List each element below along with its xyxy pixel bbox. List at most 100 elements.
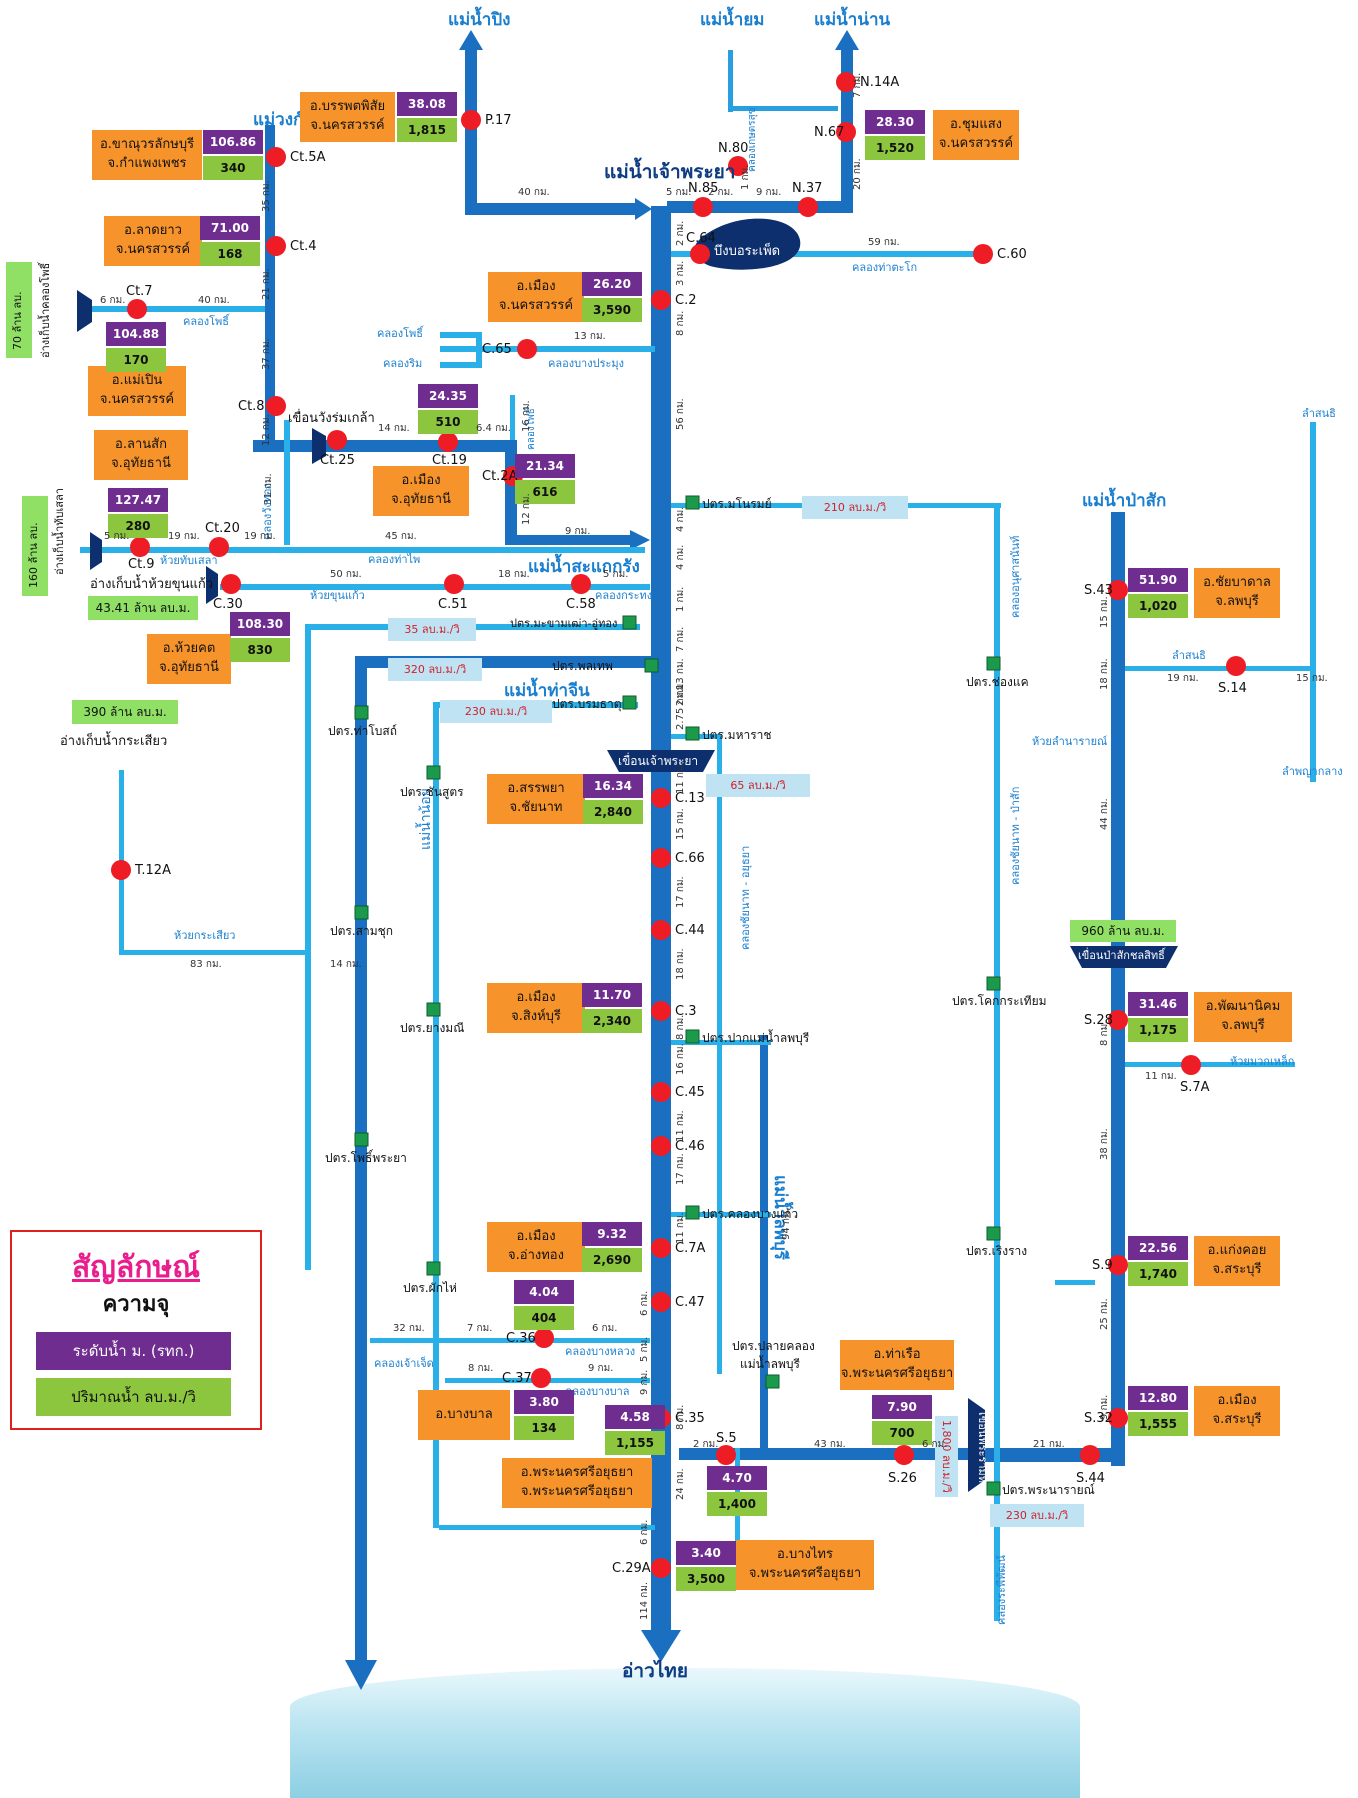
panel-level: 7.90	[872, 1395, 932, 1419]
panel-volume: 404	[514, 1306, 574, 1330]
distance-label: 14 กม.	[378, 423, 410, 434]
legend-level: ระดับน้ำ ม. (รทก.)	[36, 1332, 231, 1370]
panel-volume: 1,520	[865, 136, 925, 160]
distance-label: 2 กม.	[708, 187, 734, 198]
distance-label: 9 กม.	[756, 187, 782, 198]
distance-label: 50 กม.	[330, 569, 362, 580]
canal-krasiao: ห้วยกระเสียว	[174, 929, 236, 942]
panel-province: จ.นครสวรรค์	[498, 298, 574, 313]
chao-phraya-dam-label: เขื่อนเจ้าพระยา	[618, 754, 699, 768]
canal-huai-muak-lek: ห้วยมวกเหล็ก	[1230, 1055, 1295, 1068]
panel-district: อ.ลานสัก	[115, 437, 167, 453]
panel-district: อ.เมือง	[516, 1229, 556, 1245]
canal-raphiphat: คลองระพีพัฒน์	[995, 1555, 1008, 1625]
distance-label: 18 กม.	[675, 948, 686, 980]
panel-volume: 510	[418, 410, 478, 434]
distance-label: 7 กม.	[467, 1323, 493, 1334]
pasak-dam-label: เขื่อนป่าสักชลสิทธิ์	[1078, 949, 1165, 962]
canal-huai-lam-narai: ห้วยลำนารายณ์	[1032, 735, 1108, 748]
panel-town: อ.ลาดยาวจ.นครสวรรค์	[104, 216, 202, 266]
distance-label: 18 กม.	[498, 569, 530, 580]
station-label: C.45	[675, 1085, 705, 1100]
panel-province: จ.ลพบุรี	[1221, 1018, 1265, 1033]
station-label: Ct.25	[320, 453, 355, 468]
distance-label: 1 กม.	[675, 586, 686, 612]
station-label: C.36	[506, 1331, 536, 1346]
gate-chong-khae: ปตร.ช่องแค	[966, 675, 1029, 689]
panel-town: อ.บางบาล	[418, 1390, 510, 1440]
station-label: C.37	[502, 1371, 532, 1386]
panel-volume: 616	[515, 480, 575, 504]
distance-label: 8 กม.	[468, 1363, 494, 1374]
station-label: C.46	[675, 1139, 705, 1154]
panel-district: อ.เมือง	[516, 990, 556, 1006]
panel-town: อ.ชัยบาดาลจ.ลพบุรี	[1194, 568, 1280, 618]
panel-district: อ.ชัยบาดาล	[1203, 575, 1271, 591]
flow-maharat: 65 ลบ.ม./วิ	[706, 774, 810, 797]
dams	[77, 290, 1178, 1492]
panel-volume: 168	[200, 242, 260, 266]
distance-label: 5 กม.	[639, 1336, 650, 1362]
panel-volume: 170	[106, 348, 166, 372]
panel-town: อ.ลานสักจ.อุทัยธานี	[94, 430, 188, 480]
panel-volume: 3,500	[676, 1567, 736, 1591]
flow-borommathat: 230 ลบ.ม./วิ	[440, 700, 552, 723]
thap-salao-box: 160 ล้าน ลบ.	[22, 496, 48, 596]
khun-kaeo-capacity: 43.41 ล้าน ลบ.ม.	[88, 596, 198, 620]
canal-bang-luang: คลองบางหลวง	[565, 1345, 636, 1358]
distance-label: 114 กม.	[639, 1581, 650, 1620]
gate-makham-thao: ปตร.มะขามเฒ่า-อู่ทอง	[510, 617, 618, 630]
river-ping-label: แม่น้ำปิง	[448, 10, 511, 30]
distance-label: 6.4 กม.	[476, 423, 511, 434]
panel-town: อ.พระนครศรีอยุธยาจ.พระนครศรีอยุธยา	[502, 1458, 652, 1508]
station-label: C.2	[675, 293, 697, 308]
station-label: C.64	[686, 231, 716, 246]
panel-level: 12.80	[1128, 1386, 1188, 1410]
legend-title: สัญลักษณ์	[71, 1250, 201, 1285]
gate-phra-narai: ปตร.พระนารายณ์	[1002, 1483, 1095, 1497]
station-label: C.58	[566, 597, 596, 612]
canal-bang-pramung: คลองบางประมุง	[548, 357, 625, 370]
panel-province: จ.ลพบุรี	[1215, 594, 1259, 609]
panel-volume: 280	[108, 514, 168, 538]
canal-chai-nat-pasak: คลองชัยนาท - ป่าสัก	[1009, 786, 1022, 885]
panel-level: 26.20	[582, 272, 642, 296]
distance-label: 5 กม.	[666, 187, 692, 198]
gate-tha-bot: ปตร.ท่าโบสถ์	[328, 724, 397, 738]
distance-label: 17 กม.	[675, 876, 686, 908]
panel-level: 28.30	[865, 110, 925, 134]
panel-level: 38.08	[397, 92, 457, 116]
river-yom-label: แม่น้ำยม	[700, 10, 765, 30]
panel-province: จ.นครสวรรค์	[115, 242, 191, 257]
panel-province: จ.สิงห์บุรี	[511, 1009, 561, 1024]
station-label: Ct.9	[128, 557, 155, 572]
station-label: C.60	[997, 247, 1027, 262]
rama6-flow: 1,800 ลบ.ม./วิ	[935, 1416, 958, 1497]
panel-volume: 1,020	[1128, 594, 1188, 618]
panel-level: 16.34	[583, 774, 643, 798]
distance-label: 6 กม.	[639, 1519, 650, 1545]
station-label: S.28	[1084, 1013, 1113, 1028]
panel-district: อ.แม่เปิน	[111, 373, 163, 389]
khun-kaeo-reservoir-name: อ่างเก็บน้ำห้วยขุนแก้ว	[90, 577, 214, 592]
canal-khlong-pho-2: คลองโพธิ์	[377, 327, 423, 340]
pho-reservoir-capacity: 70 ล้าน ลบ.	[11, 291, 24, 350]
station-label: S.7A	[1180, 1080, 1210, 1095]
station-label: C.30	[213, 597, 243, 612]
distance-label: 35 กม.	[261, 180, 272, 212]
panel-town: อ.เมืองจ.อ่างทอง	[487, 1222, 585, 1272]
canal-bang-ban: คลองบางบาล	[565, 1385, 630, 1398]
boraphet-label: บึงบอระเพ็ด	[714, 244, 781, 259]
panel-town: อ.ชุมแสงจ.นครสวรรค์	[933, 110, 1019, 160]
gate-phonlathep: ปตร.พลเทพ	[552, 659, 613, 673]
panel-district: อ.เมือง	[401, 473, 441, 489]
distance-label: 59 กม.	[868, 237, 900, 248]
canal-khun-kaeo: ห้วยขุนแก้ว	[310, 589, 365, 602]
station-label: S.43	[1084, 583, 1113, 598]
panel-district: อ.ท่าเรือ	[873, 1347, 921, 1363]
panel-level: 106.86	[203, 130, 263, 154]
distance-label: 9 กม.	[639, 1369, 650, 1395]
distance-label: 44 กม.	[1099, 798, 1110, 830]
panel-volume: 2,690	[582, 1248, 642, 1272]
krasiao-reservoir-name: อ่างเก็บน้ำกระเสียว	[60, 734, 168, 749]
